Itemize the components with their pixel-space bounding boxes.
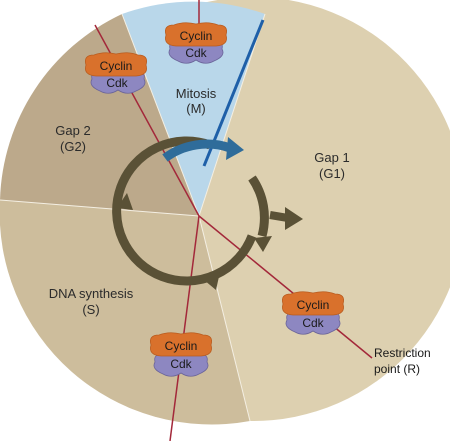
cycle-arrow-segment-2 bbox=[162, 139, 232, 162]
mitosis-label-line1: Mitosis bbox=[176, 86, 217, 101]
dna-label-line2: (S) bbox=[82, 302, 99, 317]
cycle-arrow-segment-3 bbox=[248, 175, 269, 238]
arrowhead-g1 bbox=[254, 236, 272, 252]
divider-dna-gap2 bbox=[0, 199, 200, 217]
cyclin-shape bbox=[84, 52, 148, 77]
dna-label-line1: DNA synthesis bbox=[49, 286, 134, 301]
divider-gap2-mitosis bbox=[121, 13, 200, 217]
cyclin-label: Cyclin bbox=[165, 339, 198, 353]
gap1-label-line1: Gap 1 bbox=[314, 150, 349, 165]
mitosis-sector bbox=[122, 1, 265, 217]
cyclin-shape bbox=[149, 332, 213, 357]
exit-arrowhead bbox=[285, 207, 303, 230]
cyclin-cdk-complex-s: Cyclin Cdk bbox=[149, 332, 213, 377]
cyclin-label: Cyclin bbox=[297, 298, 330, 312]
gap2-label-line1: Gap 2 bbox=[55, 123, 90, 138]
divider-gap1-dna bbox=[198, 215, 251, 422]
restriction-label-line2: point (R) bbox=[374, 362, 420, 376]
cyclin-label: Cyclin bbox=[180, 29, 213, 43]
arrowhead-mitosis bbox=[226, 137, 244, 160]
cdk-label: Cdk bbox=[170, 357, 192, 371]
cyclin-shape bbox=[164, 22, 228, 47]
cdk-label: Cdk bbox=[185, 46, 207, 60]
cyclin-cdk-complex-g1: Cyclin Cdk bbox=[281, 291, 345, 335]
arrowhead-s bbox=[204, 272, 220, 290]
arrowhead-g2 bbox=[117, 193, 133, 210]
gap1-label-line2: (G1) bbox=[319, 166, 345, 181]
cyclin-cdk-complex-top: Cyclin Cdk bbox=[164, 22, 228, 64]
mitosis-label-line2: (M) bbox=[186, 101, 206, 116]
gap2-sector bbox=[0, 14, 199, 216]
cyclin-label: Cyclin bbox=[100, 59, 133, 73]
cyclin-cdk-complex-g2m: Cyclin Cdk bbox=[84, 52, 148, 94]
restriction-point-line bbox=[198, 215, 373, 359]
divider-mitosis-gap1 bbox=[198, 13, 266, 217]
checkpoint-line-s bbox=[169, 215, 200, 441]
gap1-sector bbox=[199, 0, 450, 422]
cdk-label: Cdk bbox=[302, 316, 324, 330]
cyclin-shape bbox=[281, 291, 345, 316]
gap2-label-line2: (G2) bbox=[60, 139, 86, 154]
restriction-label-line1: Restriction bbox=[374, 346, 431, 360]
cdk-label: Cdk bbox=[106, 76, 128, 90]
